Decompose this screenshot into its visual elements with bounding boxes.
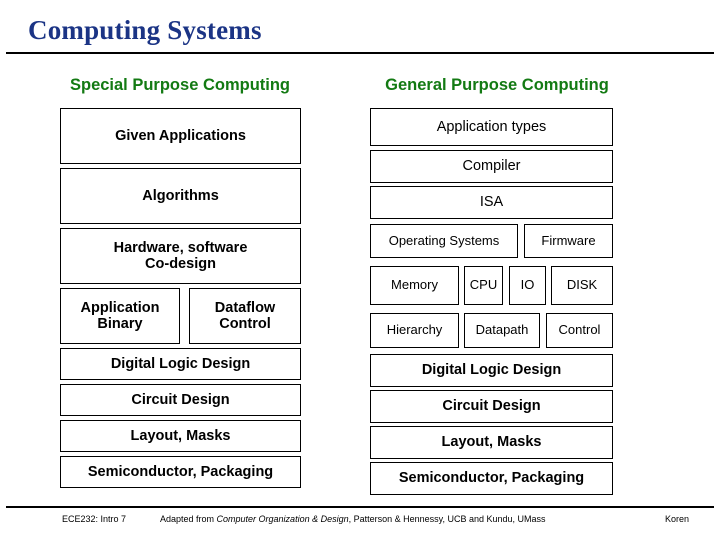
box-control: Control — [546, 313, 613, 348]
box-cpu: CPU — [464, 266, 503, 305]
footer-author: Koren — [665, 514, 690, 524]
column-heading-general-purpose: General Purpose Computing — [385, 76, 609, 94]
box-left-digital-logic-design: Digital Logic Design — [60, 348, 301, 380]
box-hierarchy: Hierarchy — [370, 313, 459, 348]
box-operating-systems: Operating Systems — [370, 224, 518, 258]
box-right-layout-masks: Layout, Masks — [370, 426, 613, 459]
box-right-circuit-design: Circuit Design — [370, 390, 613, 423]
box-hardware-software-codesign: Hardware, software Co-design — [60, 228, 301, 284]
box-application-types: Application types — [370, 108, 613, 146]
box-left-layout-masks: Layout, Masks — [60, 420, 301, 452]
box-disk: DISK — [551, 266, 613, 305]
title-divider — [6, 52, 714, 54]
footer-attribution-suffix: , Patterson & Hennessy, UCB and Kundu, U… — [348, 514, 546, 524]
box-memory: Memory — [370, 266, 459, 305]
column-heading-special-purpose: Special Purpose Computing — [69, 76, 291, 94]
box-right-semiconductor-packaging: Semiconductor, Packaging — [370, 462, 613, 495]
footer-course-label: ECE232: Intro 7 — [62, 514, 127, 524]
box-left-circuit-design: Circuit Design — [60, 384, 301, 416]
box-firmware: Firmware — [524, 224, 613, 258]
box-compiler: Compiler — [370, 150, 613, 183]
box-right-digital-logic-design: Digital Logic Design — [370, 354, 613, 387]
box-dataflow-control: Dataflow Control — [189, 288, 301, 344]
page-title: Computing Systems — [28, 15, 262, 45]
box-algorithms: Algorithms — [60, 168, 301, 224]
box-io: IO — [509, 266, 546, 305]
footer-attribution: Adapted from Computer Organization & Des… — [160, 514, 546, 524]
box-datapath: Datapath — [464, 313, 540, 348]
box-left-semiconductor-packaging: Semiconductor, Packaging — [60, 456, 301, 488]
box-isa: ISA — [370, 186, 613, 219]
footer-divider — [6, 506, 714, 508]
box-application-binary: Application Binary — [60, 288, 180, 344]
footer-attribution-title: Computer Organization & Design — [216, 514, 349, 524]
box-given-applications: Given Applications — [60, 108, 301, 164]
footer-attribution-prefix: Adapted from — [160, 514, 217, 524]
